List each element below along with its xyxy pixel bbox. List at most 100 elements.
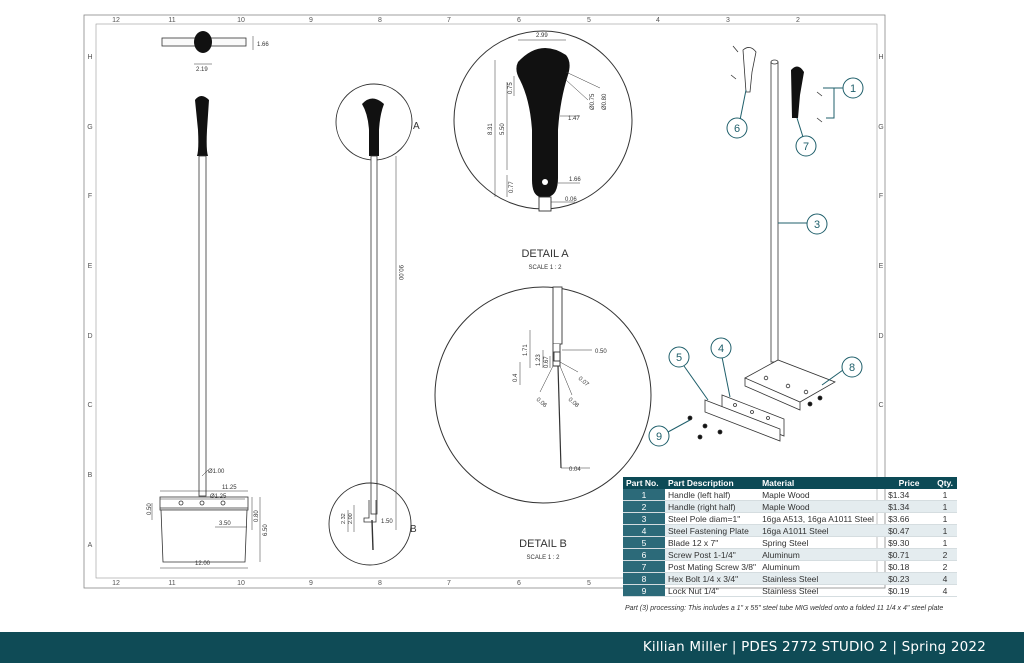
nut [702,423,708,429]
dim-da-mid: 5.50 [500,123,506,135]
detail-a-hole [542,179,548,185]
dim-db-r1: 0.08 [567,397,580,410]
dim-b-small2: 2.00 [348,513,354,524]
dim-blade-height: 6.50 [263,524,269,536]
bom-qty: 1 [933,489,957,501]
leader [565,79,589,101]
balloon-7-label: 7 [803,141,809,153]
dim-db-tip: 0.04 [569,467,581,473]
row-label: D [878,333,883,340]
bom-material: Stainless Steel [759,572,886,585]
bom-description: Steel Fastening Plate [665,524,760,537]
balloon-3-label: 3 [814,219,820,231]
bom-part-no: 1 [623,489,665,501]
bom-part-no: 4 [623,524,665,537]
col-label: 10 [237,580,245,587]
bom-part-no: 2 [623,500,665,513]
bom-part-no: 5 [623,536,665,549]
dim-hole-spacing: 3.50 [219,521,231,527]
bom-price: $9.30 [885,536,934,549]
leader [539,365,554,393]
bom-header-description: Part Description [665,477,760,489]
nut [687,415,693,421]
bom-part-no: 8 [623,572,665,585]
bom-description: Post Mating Screw 3/8" [665,560,760,573]
hole [199,500,205,506]
leader [201,469,209,477]
leader [565,71,601,89]
detail-a-callout-label: A [413,121,420,132]
table-row: 8 Hex Bolt 1/4 x 3/4" Stainless Steel $0… [623,572,957,585]
col-label: 9 [309,17,313,24]
bom-part-no: 7 [623,560,665,573]
bom-description: Hex Bolt 1/4 x 3/4" [665,572,760,585]
detail-b-pole [552,286,563,345]
exploded-handle-half-right [791,66,804,118]
detail-a-title: DETAIL A [521,248,569,260]
bom-description: Handle (right half) [665,500,760,513]
bom-qty: 1 [933,524,957,537]
bom-qty: 1 [933,500,957,513]
bom-part-no: 6 [623,548,665,561]
bom-description: Steel Pole diam=1" [665,512,760,525]
balloon-1-label: 1 [850,83,856,95]
dim-db-a1: 0.07 [577,376,590,389]
balloon-5-label: 5 [676,352,682,364]
detail-a-scale: SCALE 1 : 2 [528,265,562,271]
detail-b-scale: SCALE 1 : 2 [526,555,560,561]
balloon-4 [710,337,732,359]
hole [766,416,770,420]
bom-price: $0.23 [885,572,934,585]
balloon-6 [726,117,748,139]
table-row: 5 Blade 12 x 7" Spring Steel $9.30 1 [623,536,957,549]
dim-da-grip: 1.47 [568,116,580,122]
row-label: B [88,472,93,479]
col-label: 6 [517,17,521,24]
balloon-bracket [826,87,835,119]
bom-material: Stainless Steel [759,584,886,597]
footer-credit: Killian Miller | PDES 2772 STUDIO 2 | Sp… [642,639,986,655]
dim-db-h4: 0.4 [513,373,519,382]
footer-bar [0,632,1024,663]
detail-b-bolt [553,351,561,362]
table-row: 2 Handle (right half) Maple Wood $1.34 1 [623,500,957,513]
row-label: F [88,193,92,200]
hole [750,410,754,414]
balloon-5 [668,346,690,368]
exploded-screw [732,45,739,53]
detail-b-title: DETAIL B [519,538,567,550]
balloon-9-label: 9 [656,431,662,443]
exploded-screw [730,74,737,80]
sheet-inner-border [95,23,878,579]
dim-b-small1: 2.32 [341,513,347,524]
side-view [328,83,413,566]
balloons [648,77,864,447]
bom-description: Lock Nut 1/4" [665,584,760,597]
front-view-handle [195,96,209,156]
bom-header-row: Part No. Part Description Material Price… [623,477,957,489]
exploded-pole [770,61,779,363]
bom-header-qty: Qty. [933,477,957,489]
detail-a-pole [538,196,552,212]
bom-header-part-no: Part No. [623,477,665,489]
col-label: 3 [726,17,730,24]
processing-note: Part (3) processing: This includes a 1" … [625,605,944,612]
bom-material: Aluminum [759,560,886,573]
dim-hole-dia: Ø1.25 [210,494,227,500]
dim-db-w: 0.50 [595,349,607,355]
hole [785,383,791,389]
col-label: 10 [237,17,245,24]
side-view-handle [362,98,384,156]
col-label: 7 [447,17,451,24]
bom-part-no: 3 [623,512,665,525]
bom-qty: 4 [933,572,957,585]
dim-da-r2: Ø0.75 [590,93,596,110]
col-label: 4 [656,17,660,24]
row-label: E [88,263,93,270]
bom-part-no: 9 [623,584,665,597]
bom-qty: 1 [933,512,957,525]
bom-price: $0.19 [885,584,934,597]
row-label: E [879,263,884,270]
bolt [817,395,823,401]
table-row: 6 Screw Post 1-1/4" Aluminum $0.71 2 [623,548,957,561]
